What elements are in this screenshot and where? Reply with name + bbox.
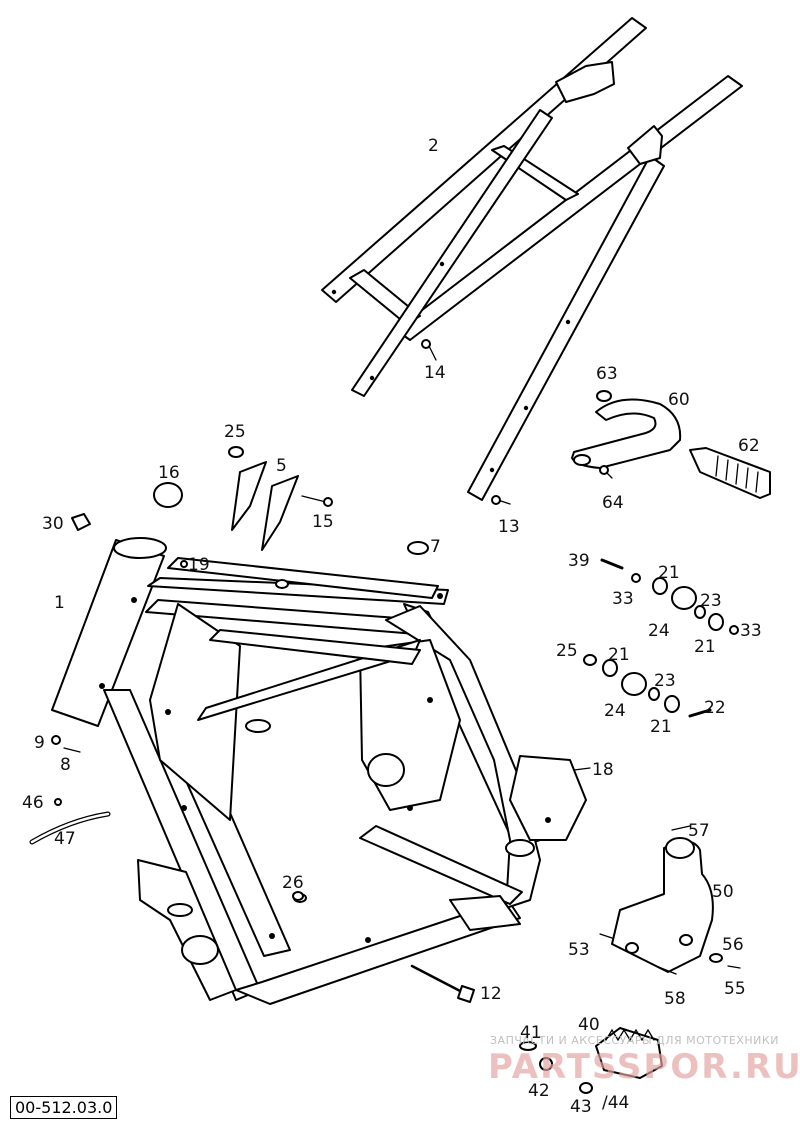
callout-21-d: 21 [650, 717, 672, 737]
callout-23-b: 23 [654, 671, 676, 691]
callout-33-a: 33 [612, 589, 634, 609]
callout-58: 58 [664, 989, 686, 1009]
callout-46: 46 [22, 793, 44, 813]
callout-8: 8 [60, 755, 71, 775]
callout-60: 60 [668, 390, 690, 410]
callout-25-b: 25 [556, 641, 578, 661]
callout-33-b: 33 [740, 621, 762, 641]
callout-43: 43 [570, 1097, 592, 1117]
callout-41: 41 [520, 1023, 542, 1043]
callout-24-b: 24 [604, 701, 626, 721]
callout-15: 15 [312, 512, 334, 532]
callout-62: 62 [738, 436, 760, 456]
main-frame [51, 537, 587, 1005]
watermark: ЗАПЧАСТИ И АКСЕССУАРЫ ДЛЯ МОТОТЕХНИКИ PA… [488, 1034, 800, 1087]
callout-1: 1 [54, 593, 65, 613]
callout-19: 19 [188, 555, 210, 575]
callout-7: 7 [430, 537, 441, 557]
callout-13: 13 [498, 517, 520, 537]
callout-63: 63 [596, 364, 618, 384]
footpeg-plate [519, 1027, 663, 1094]
rear-subframe [321, 17, 743, 501]
callout-14: 14 [424, 363, 446, 383]
callout-16: 16 [158, 463, 180, 483]
callout-9: 9 [34, 733, 45, 753]
small-parts [29, 339, 591, 1003]
callout-30: 30 [42, 514, 64, 534]
callout-40: 40 [578, 1015, 600, 1035]
callout-39: 39 [568, 551, 590, 571]
callout-47: 47 [54, 829, 76, 849]
callout-18: 18 [592, 760, 614, 780]
callout-24-a: 24 [648, 621, 670, 641]
watermark-brand: PARTSSPOR.RU [488, 1047, 800, 1087]
callout-23-a: 23 [700, 591, 722, 611]
watermark-tagline: ЗАПЧАСТИ И АКСЕССУАРЫ ДЛЯ МОТОТЕХНИКИ [490, 1034, 779, 1047]
callout-21-c: 21 [608, 645, 630, 665]
callout-57: 57 [688, 821, 710, 841]
callout-42: 42 [528, 1081, 550, 1101]
callout-53: 53 [568, 940, 590, 960]
footrest-assembly [571, 390, 771, 499]
callout-12: 12 [480, 984, 502, 1004]
callout-labels: 2 14 63 60 62 25 5 16 15 64 13 30 7 19 3… [22, 136, 762, 1117]
silencer-bracket [599, 825, 741, 975]
callout-5: 5 [276, 456, 287, 476]
diagram-reference-code: 00-512.03.0 [10, 1096, 118, 1119]
callout-22: 22 [704, 698, 726, 718]
callout-55: 55 [724, 979, 746, 999]
callout-21-b: 21 [694, 637, 716, 657]
callout-25-top: 25 [224, 422, 246, 442]
pivot-hardware [583, 558, 739, 718]
callout-64: 64 [602, 493, 624, 513]
callout-56: 56 [722, 935, 744, 955]
callout-50: 50 [712, 882, 734, 902]
callout-44: /44 [602, 1093, 629, 1113]
callout-21-a: 21 [658, 563, 680, 583]
callout-26: 26 [282, 873, 304, 893]
callout-2: 2 [428, 136, 439, 156]
